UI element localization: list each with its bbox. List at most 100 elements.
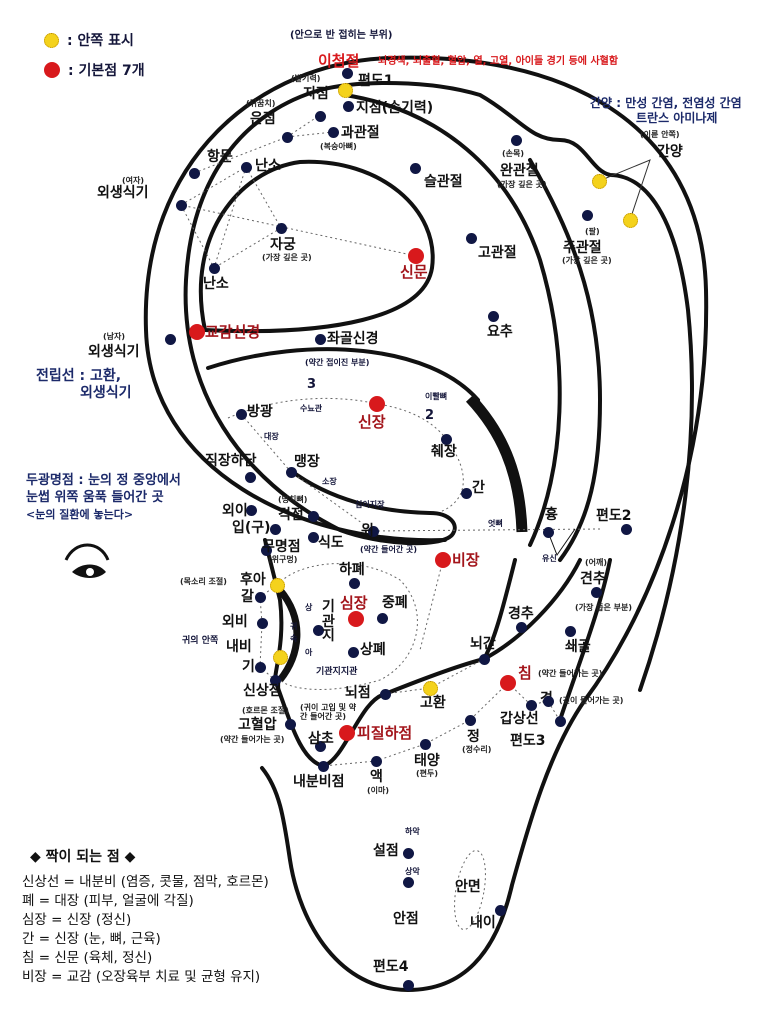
oesaeng_m-navy-dot bbox=[164, 333, 176, 345]
gan-navy-dot bbox=[460, 487, 472, 499]
gal-label: 갈 bbox=[241, 589, 254, 605]
dugwang-note-3: <눈의 질환에 놓는다> bbox=[26, 508, 134, 521]
gyeonchu-navy-dot bbox=[590, 586, 602, 598]
yellow-dot-icon bbox=[44, 32, 59, 48]
sangpye-navy-dot bbox=[347, 646, 359, 658]
oebi-navy-dot bbox=[256, 617, 268, 629]
seoljeom-label: 설점 bbox=[373, 843, 399, 859]
seoljeom-navy-dot bbox=[402, 847, 414, 859]
gyeonchu-sublabel: (어깨) bbox=[585, 558, 608, 567]
aek-navy-dot bbox=[370, 755, 382, 767]
gi-label: 기 bbox=[242, 659, 255, 675]
pyeondo2-label: 편도2 bbox=[596, 508, 632, 524]
nanso_bottom-navy-dot bbox=[208, 262, 220, 274]
sikdo-label: 식도 bbox=[318, 535, 344, 551]
yochu-navy-dot bbox=[487, 310, 499, 322]
ip-navy-dot bbox=[269, 523, 281, 535]
gigwanji-label: 기관지 bbox=[322, 599, 335, 645]
gal-navy-dot bbox=[254, 591, 266, 603]
fold-note: (안으로 반 접히는 부위) bbox=[290, 30, 393, 41]
oei-label: 외이 bbox=[222, 503, 248, 519]
concha-upper-outline bbox=[206, 347, 480, 402]
aek-label: 액 bbox=[370, 769, 383, 785]
pijil-sublabel: (귀이 고입 및 약간 들어간 곳) bbox=[300, 703, 357, 722]
gohyeorap-sublabel-2: (약간 들어가는 곳) bbox=[220, 735, 285, 744]
samcho-navy-dot bbox=[314, 740, 326, 752]
oesaeng_f-label: 외생식기 bbox=[97, 185, 149, 201]
chwejang-navy-dot bbox=[440, 433, 452, 445]
outer-helix-outline bbox=[143, 55, 709, 993]
pijil-red-dot bbox=[339, 725, 355, 741]
pair-item: 심장 = 신장 (정신) bbox=[22, 912, 132, 928]
seulgwanjeol-navy-dot bbox=[409, 162, 421, 174]
ganyang_b-yellow-dot bbox=[622, 212, 638, 228]
jagung-navy-dot bbox=[275, 222, 287, 234]
legend-red: : 기본점 7개 bbox=[44, 60, 145, 80]
pyeondo4-label: 편도4 bbox=[373, 959, 409, 975]
antitragus-line bbox=[482, 558, 517, 661]
jungpye-label: 중폐 bbox=[382, 595, 408, 611]
jugwanjeol-label: 주관절 bbox=[563, 240, 602, 256]
aek-sublabel-2: (이마) bbox=[367, 786, 390, 795]
nanso_top-navy-dot bbox=[240, 161, 252, 173]
gwisok-1: 귀 bbox=[290, 622, 298, 631]
noegan-label: 뇌간 bbox=[470, 636, 496, 652]
sikdo-navy-dot bbox=[307, 531, 319, 543]
jikjang-label: 직장하단 bbox=[205, 453, 257, 469]
bijang-red-dot bbox=[435, 552, 451, 568]
jijeom_foot-label: 지점 bbox=[303, 86, 329, 102]
swaegol-label: 쇄골 bbox=[565, 639, 591, 655]
gohwan-label: 고환 bbox=[420, 695, 446, 711]
naei-navy-dot bbox=[494, 904, 506, 916]
chim-label: 침 bbox=[518, 664, 532, 682]
tragus-thick bbox=[277, 587, 301, 683]
unnamed1-navy-dot bbox=[281, 131, 293, 143]
ganyang_a-label: 간양 bbox=[657, 144, 683, 160]
gyeokjeom-sublabel: (명치뼈) bbox=[278, 495, 308, 504]
gyeonchu-sublabel-2: (가장 좁은 부분) bbox=[575, 603, 633, 612]
gyogam-red-dot bbox=[189, 324, 205, 340]
oebi-label: 외비 bbox=[222, 614, 248, 630]
wangwanjeol-label: 완관절 bbox=[500, 163, 539, 179]
ip-label: 입(구) bbox=[232, 520, 271, 536]
noejeom-label: 뇌점 bbox=[345, 685, 371, 701]
upperjaw-label: 상악 bbox=[405, 867, 420, 876]
eunjeom-sublabel: (뒤꿈치) bbox=[246, 99, 276, 108]
gyeokjeom-navy-dot bbox=[307, 510, 319, 522]
gyeongchu-navy-dot bbox=[515, 621, 527, 633]
eye-icon bbox=[64, 543, 110, 578]
legend-yellow-label: : 안쪽 표시 bbox=[67, 33, 134, 49]
pyeondo2-navy-dot bbox=[620, 523, 632, 535]
jugwanjeol-navy-dot bbox=[581, 209, 593, 221]
gyeong-navy-dot bbox=[525, 699, 537, 711]
sinmun-red-dot bbox=[408, 248, 424, 264]
chim-sublabel: (약간 들어가는 곳) bbox=[538, 669, 603, 678]
jungpye-navy-dot bbox=[376, 612, 388, 624]
ganyang_a-yellow-dot bbox=[591, 173, 607, 189]
hapye-label: 하폐 bbox=[339, 562, 365, 578]
jijeom_hand-label: 지점(손기력) bbox=[356, 100, 434, 116]
right-inner-line bbox=[528, 158, 603, 562]
sang-label: 상 bbox=[305, 603, 313, 612]
jeong-label: 정 bbox=[467, 729, 480, 745]
mumyeong-sublabel-2: (위구멍) bbox=[268, 555, 298, 564]
gapsang-navy-dot bbox=[542, 695, 554, 707]
simjang-red-dot bbox=[348, 611, 364, 627]
dugwang-note-1: 두광명점 : 눈의 정 중앙에서 bbox=[26, 473, 181, 488]
yusin-label: 유신 bbox=[542, 554, 557, 563]
inward-part-note: (약간 들어간 곳) bbox=[360, 545, 418, 554]
inner-helix-outline bbox=[183, 81, 694, 692]
jijeom_hand-navy-dot bbox=[342, 100, 354, 112]
taeyang-navy-dot bbox=[419, 738, 431, 750]
jeong-navy-dot bbox=[464, 714, 476, 726]
red-dot-icon bbox=[44, 62, 60, 78]
simjang-label: 심장 bbox=[340, 594, 368, 612]
fold-part-note: (약간 접이진 부분) bbox=[305, 358, 370, 367]
jikjang-navy-dot bbox=[244, 471, 256, 483]
maengjang-label: 맹장 bbox=[294, 454, 320, 470]
wi-label: 위 bbox=[361, 523, 374, 539]
samcho-label: 삼초 bbox=[308, 731, 334, 747]
chim-red-dot bbox=[500, 675, 516, 691]
hua-sublabel: (목소리 조절) bbox=[180, 577, 227, 586]
